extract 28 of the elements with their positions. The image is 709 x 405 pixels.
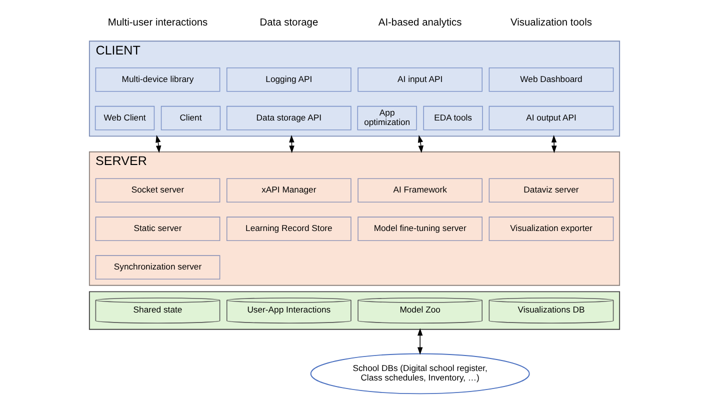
label: Data storage — [260, 18, 318, 29]
node-box: Visualization exporter — [488, 216, 614, 242]
node-box: EDA tools — [423, 106, 483, 130]
node-box: Logging API — [226, 67, 352, 92]
node-ellipse: School DBs (Digital school register, Class schedules, Inventory, …) — [310, 353, 530, 394]
node-box: Client — [160, 106, 221, 130]
node-box: Web Client — [94, 106, 155, 130]
node-box: Synchronization server — [95, 255, 220, 280]
cluster — [88, 291, 620, 330]
arrow — [418, 135, 424, 154]
node-box: App optimization — [357, 106, 417, 130]
node-box: AI input API — [358, 67, 483, 92]
arrow — [417, 328, 423, 355]
node-box: Static server — [95, 216, 220, 242]
label: Multi-user interactions — [108, 18, 208, 29]
node-box: Multi-device library — [95, 67, 220, 92]
node-box: Dataviz server — [488, 178, 614, 203]
label: Visualization tools — [510, 18, 592, 29]
node-box: AI Framework — [358, 178, 483, 203]
arrow — [551, 134, 557, 154]
node-box: Socket server — [95, 178, 220, 203]
node-box: Learning Record Store — [226, 216, 352, 242]
node-box: Data storage API — [226, 106, 352, 130]
node-box: xAPI Manager — [226, 178, 352, 203]
node-box: AI output API — [488, 106, 614, 130]
node-box: Model fine-tuning server — [358, 216, 483, 242]
node-box: Web Dashboard — [488, 67, 614, 92]
label: AI-based analytics — [378, 18, 462, 29]
